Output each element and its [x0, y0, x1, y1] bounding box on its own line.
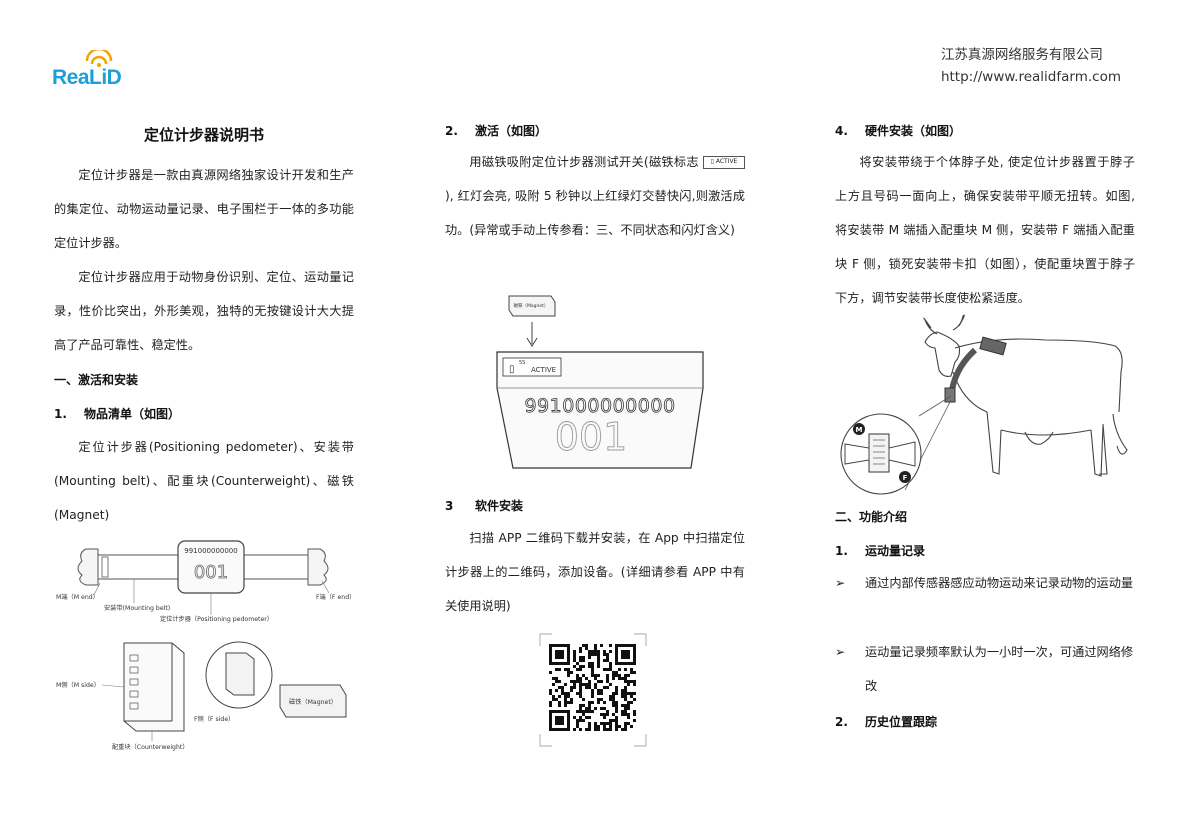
item-3-heading: 3 软件安装	[445, 497, 523, 514]
intro-paragraph-1: 定位计步器是一款由真源网络独家设计开发和生产的集定位、动物运动量记录、电子围栏于…	[54, 168, 354, 250]
func-1-bullet-1-text: 通过内部传感器感应动物运动来记录动物的运动量	[865, 576, 1134, 590]
wifi-signal-icon	[85, 50, 113, 67]
collar-counterweight-drawing	[944, 387, 956, 403]
func-1-bullet-2-text: 运动量记录频率默认为一小时一次，可通过网络修改	[865, 645, 1134, 693]
logo-text: ReaLiD	[52, 66, 122, 89]
belt-label: 安装带(Mounting belt)	[104, 604, 170, 612]
pedometer-number: 991000000000	[184, 547, 237, 555]
magnet-label: 磁铁（Magnet）	[289, 698, 337, 706]
item-2-number: 2.	[445, 124, 458, 138]
cow-f-label: F	[903, 474, 908, 482]
item-2-heading: 2. 激活（如图）	[445, 122, 547, 139]
cow-installation-figure: M F	[840, 314, 1128, 495]
item-2-title: 激活（如图）	[475, 124, 548, 138]
activation-switch-label	[502, 357, 562, 377]
item-2-text-a: 用磁铁吸附定位计步器测试开关(磁铁标志	[469, 155, 699, 169]
item-2-text: 用磁铁吸附定位计步器测试开关(磁铁标志 ▯ ACTIVE ), 红灯会亮, 吸附 …	[445, 145, 745, 247]
item-3-number: 3	[445, 499, 454, 513]
activation-timer: 5S	[519, 360, 525, 366]
f-end-label: F端（F end）	[316, 593, 355, 601]
item-1-number: 1.	[54, 407, 67, 421]
m-end-label: M端（M end）	[56, 593, 99, 601]
magnet-symbol-icon: ▯ ACTIVE	[703, 156, 745, 169]
func-2-heading: 2. 历史位置跟踪	[835, 713, 937, 730]
func-2-title: 历史位置跟踪	[865, 715, 938, 729]
item-4-number: 4.	[835, 124, 848, 138]
item-1-heading: 1. 物品清单（如图）	[54, 405, 180, 422]
activation-magnet-label: 磁铁（Magnet）	[514, 302, 549, 309]
f-side-label: F侧（F side）	[194, 715, 234, 723]
app-qr-code[interactable]	[538, 632, 648, 748]
svg-text:▯: ▯	[509, 364, 515, 375]
m-marker-icon	[853, 423, 865, 435]
func-2-number: 2.	[835, 715, 848, 729]
bullet-arrow-icon: ➢	[835, 576, 846, 590]
item-4-heading: 4. 硬件安装（如图）	[835, 122, 961, 139]
pedometer-drawing: 991000000000 001	[177, 540, 245, 594]
intro-paragraph-2: 定位计步器应用于动物身份识别、定位、运动量记录，性价比突出，外形美观，独特的无按…	[54, 270, 354, 352]
item-1-title: 物品清单（如图）	[84, 407, 181, 421]
document-title: 定位计步器说明书	[143, 126, 264, 144]
activation-code: 001	[555, 415, 628, 459]
m-side-label: M侧（M side）	[56, 681, 100, 689]
company-info: 江苏真源网络服务有限公司 http://www.realidfarm.com	[941, 44, 1121, 88]
bullet-arrow-icon: ➢	[835, 645, 846, 659]
magnet-block-drawing: 磁铁（Magnet）	[508, 295, 556, 317]
section-2-heading: 二、功能介绍	[835, 510, 908, 524]
pedometer-label: 定位计步器（Positioning pedometer）	[160, 615, 273, 623]
cow-m-label: M	[856, 426, 863, 434]
collar-pedometer-drawing	[979, 336, 1007, 356]
activation-number: 991000000000	[524, 395, 675, 417]
f-marker-icon	[899, 471, 911, 483]
func-1-title: 运动量记录	[865, 544, 926, 558]
item-2-text-b: ), 红灯会亮, 吸附 5 秒钟以上红绿灯交替快闪,则激活成功。(异常或手动上传…	[445, 189, 745, 237]
section-1-heading: 一、激活和安装	[54, 373, 139, 387]
pedometer-front-drawing: ▯ 5S ACTIVE 991000000000 001	[496, 351, 704, 469]
item-3-text: 扫描 APP 二维码下载并安装，在 App 中扫描定位计步器上的二维码，添加设备…	[445, 531, 745, 613]
activation-active-text: ACTIVE	[531, 366, 556, 374]
func-1-heading: 1. 运动量记录	[835, 542, 925, 559]
company-url[interactable]: http://www.realidfarm.com	[940, 69, 1121, 85]
company-name: 江苏真源网络服务有限公司	[940, 47, 1103, 63]
item-3-title: 软件安装	[475, 499, 524, 513]
pedometer-code: 001	[194, 562, 228, 583]
func-1-bullet-1: ➢ 通过内部传感器感应动物运动来记录动物的运动量	[835, 566, 1135, 634]
item-1-text: 定位计步器(Positioning pedometer)、安装带(Mountin…	[54, 440, 354, 522]
company-logo: ReaLiD	[52, 50, 132, 94]
counterweight-label: 配重块（Counterweight）	[112, 743, 189, 751]
func-1-bullet-2: ➢ 运动量记录频率默认为一小时一次，可通过网络修改	[835, 635, 1135, 703]
item-list-figure: 991000000000 001 M端（M end） F端（F end） 安装带…	[56, 540, 355, 751]
item-4-text: 将安装带绕于个体脖子处, 使定位计步器置于脖子上方且号码一面向上，确保安装带平顺…	[835, 155, 1135, 305]
activation-figure: 磁铁（Magnet） ▯ 5S ACTIVE 991000000000 001	[496, 295, 704, 469]
item-4-title: 硬件安装（如图）	[865, 124, 962, 138]
magnet-drawing: 磁铁（Magnet）	[279, 684, 347, 718]
detail-circle	[205, 641, 273, 709]
counterweight-drawing	[123, 642, 185, 732]
func-1-number: 1.	[835, 544, 848, 558]
